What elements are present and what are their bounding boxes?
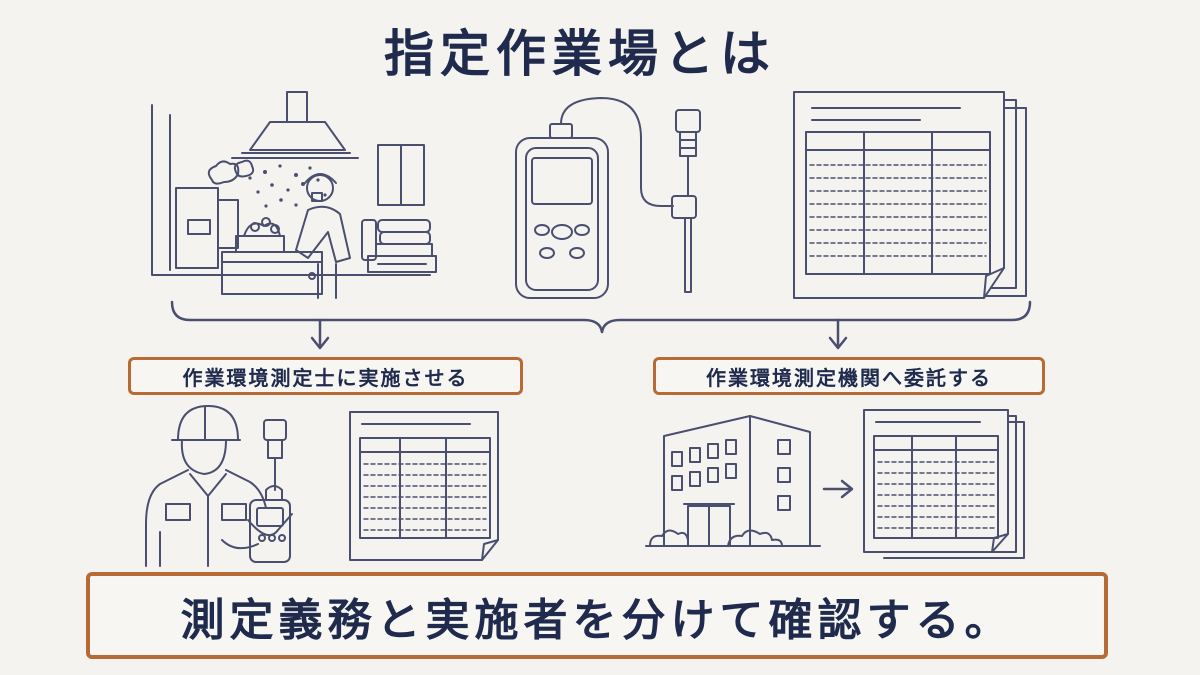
- branch-label-measurement-agency: 作業環境測定機関へ委託する: [653, 357, 1045, 395]
- conclusion-box: 測定義務と実施者を分けて確認する。: [86, 572, 1108, 659]
- record-sheet-icon: [863, 409, 1025, 559]
- record-sheet-icon: [349, 411, 499, 561]
- worker-with-meter-illustration: [145, 405, 293, 567]
- record-sheet-icon: [793, 91, 1027, 299]
- office-building-icon: [645, 415, 821, 547]
- conclusion-text: 測定義務と実施者を分けて確認する。: [180, 594, 1014, 646]
- page-title: 指定作業場とは: [384, 25, 776, 83]
- arrow-down-icon: [310, 318, 330, 350]
- bracket-icon: [170, 300, 1032, 334]
- arrow-down-icon: [828, 318, 848, 350]
- branch-label-certified-measurer: 作業環境測定士に実施させる: [128, 357, 523, 395]
- arrow-right-icon: [822, 479, 854, 499]
- measuring-device-icon: [515, 97, 701, 299]
- factory-workplace-illustration: [151, 91, 437, 299]
